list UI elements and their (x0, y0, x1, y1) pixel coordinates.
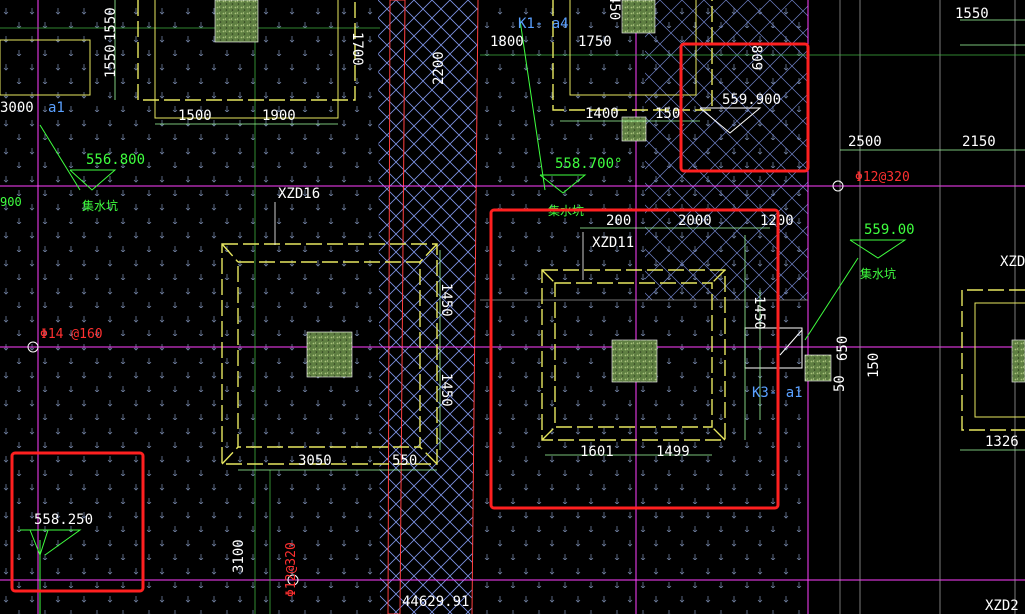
column-xzd11 (611, 339, 658, 383)
elev-558250: 558.250 (34, 512, 93, 528)
dim-1450-center2: 1450 (438, 373, 454, 407)
dim-1450-right: 1450 (751, 296, 767, 330)
dim-1450-center: 1450 (438, 283, 454, 317)
column-right-small (804, 354, 832, 382)
dim-3050: 3050 (298, 453, 332, 469)
dim-1499: 1499 (656, 444, 690, 460)
dim-1800: 1800 (490, 34, 524, 50)
dim-1900: 1900 (262, 108, 296, 124)
dim-900: 900 (0, 195, 22, 209)
column-top-mid (621, 0, 656, 34)
highlight-box-center (489, 208, 780, 510)
label-xzd-right: XZD (1000, 254, 1025, 270)
dim-2500: 2500 (848, 134, 882, 150)
label-xzd-bottom: XZD2 (985, 598, 1019, 614)
rebar-left: Φ14 @160 (40, 327, 103, 342)
dim-1550-left: 1550 (103, 44, 119, 78)
highlight-box-top-right (679, 42, 810, 173)
dim-2200: 2200 (431, 51, 447, 85)
dim-200: 200 (606, 213, 631, 229)
highlight-boxes (10, 42, 810, 593)
column-xzd16 (306, 331, 353, 378)
leader-lines (20, 19, 907, 614)
dim-1601: 1601 (580, 444, 614, 460)
label-a1-left: a1 (48, 100, 65, 116)
elev-556800: 556.800 (86, 152, 145, 168)
dim-550: 550 (392, 453, 417, 469)
dim-1550-right: 1550 (955, 6, 989, 22)
dim-3000: 3000 (0, 100, 34, 116)
elev-558700: 558.700° (555, 156, 622, 172)
dim-1500: 1500 (178, 108, 212, 124)
dim-2000: 2000 (678, 213, 712, 229)
dim-650: 650 (835, 336, 851, 361)
rebar-bottom: Φ12@320 (284, 542, 299, 597)
elev-55900: 559.00 (864, 222, 915, 238)
elev-44629: 44629.91 (402, 594, 469, 610)
dim-150: 150 (655, 106, 680, 122)
dim-1750: 1750 (578, 34, 612, 50)
dimension-lines (114, 0, 1025, 471)
note-pit-3: 集水坑 (860, 266, 896, 281)
dim-2150: 2150 (962, 134, 996, 150)
column-right-edge (1011, 339, 1025, 383)
highlight-box-bottom-left (10, 451, 145, 593)
dim-1326: 1326 (985, 434, 1019, 450)
label-xzd16: XZD16 (278, 186, 320, 202)
rebar-right: Φ12@320 (855, 170, 910, 185)
dim-809: 809 (748, 45, 764, 70)
columns (214, 0, 1025, 383)
label-k1: K1- a4 (518, 16, 569, 32)
dim-3100: 3100 (231, 539, 247, 573)
pit-outlines (0, 0, 1025, 465)
dim-1400: 1400 (585, 106, 619, 122)
label-xzd11: XZD11 (592, 235, 634, 251)
column-top-left (214, 0, 259, 43)
elev-559900: 559.900 (722, 92, 781, 108)
note-pit-1: 集水坑 (82, 198, 118, 213)
dim-1550-top: 1550 (103, 7, 119, 41)
retaining-wall-hatch (378, 0, 808, 614)
dim-1700: 1700 (349, 32, 365, 66)
dim-50: 50 (832, 375, 848, 392)
dim-450-top: 450 (606, 0, 622, 20)
dim-150b: 150 (866, 353, 882, 378)
